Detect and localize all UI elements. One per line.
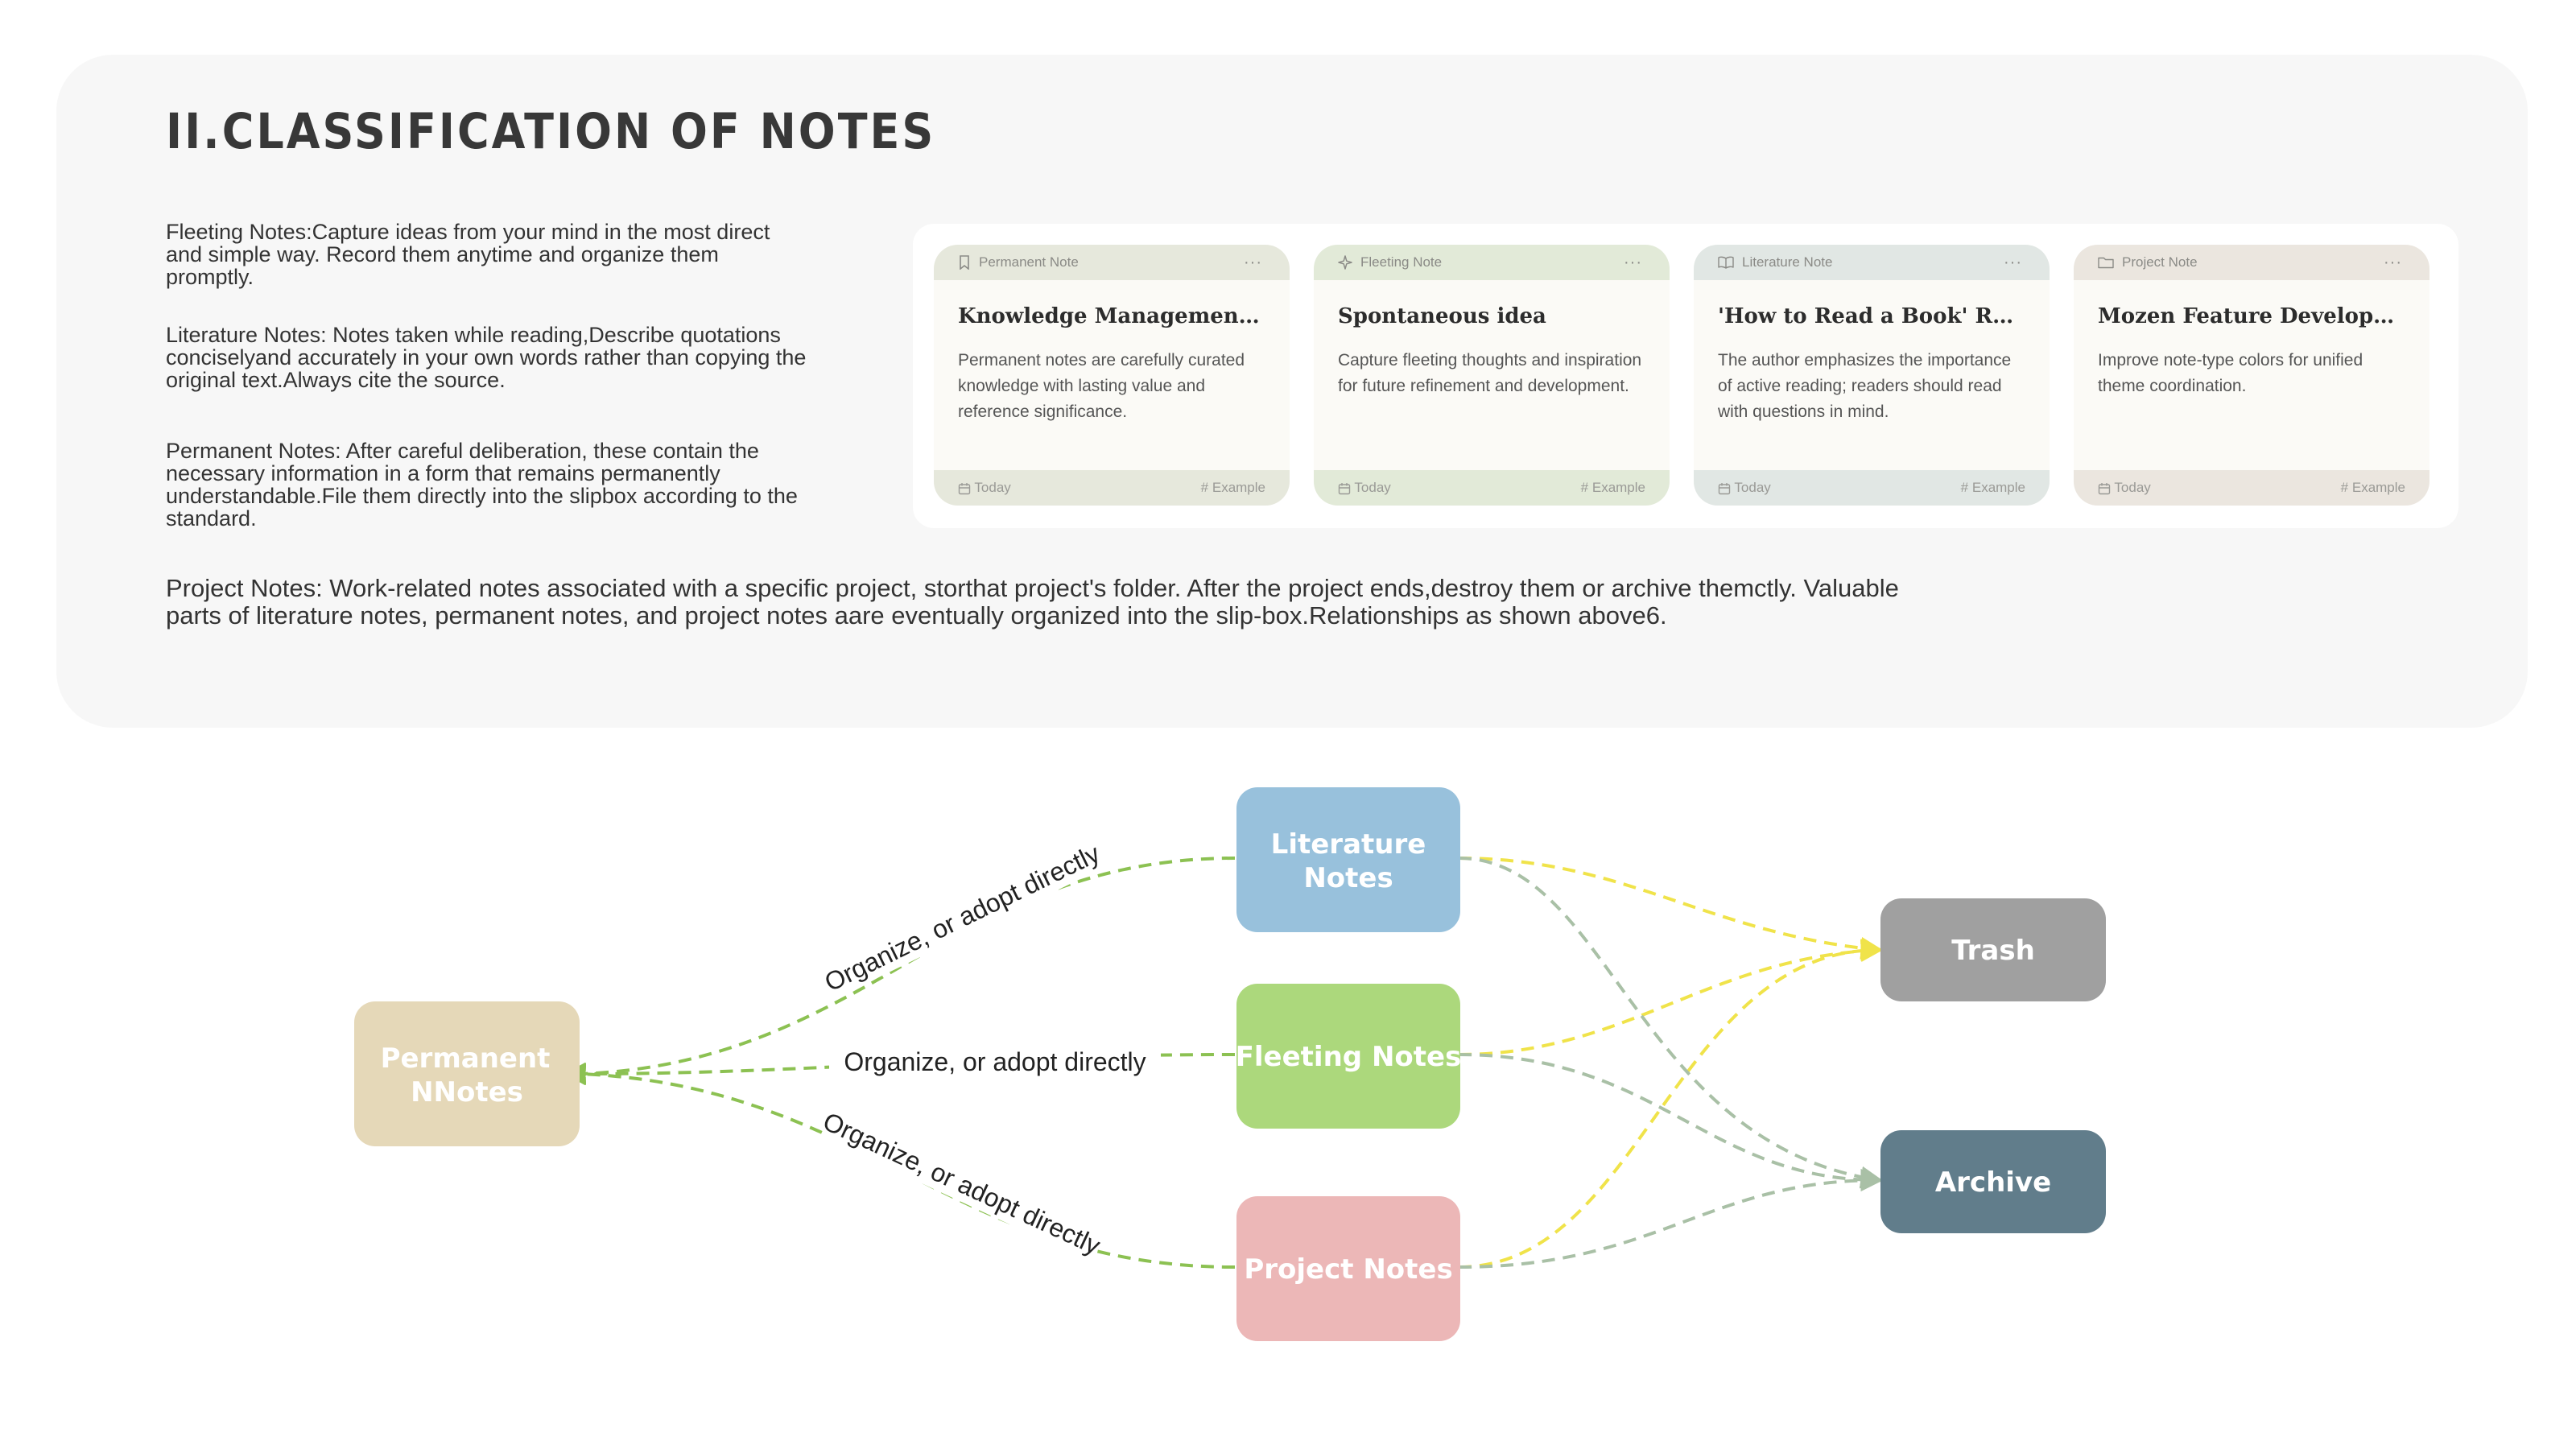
card-header: Literature Note ··· (1694, 245, 2050, 280)
card-tag[interactable]: # Example (1960, 480, 2025, 495)
edge-literature-to-trash (1458, 857, 1884, 960)
node-label-line: Project Notes (1244, 1253, 1452, 1286)
card-tag[interactable]: # Example (1580, 480, 1645, 495)
card-header: Fleeting Note ··· (1314, 245, 1670, 280)
node-label-line: Notes (1303, 862, 1393, 894)
card-footer: Today # Example (1314, 470, 1670, 506)
edge-literature-to-archive (1458, 857, 1884, 1189)
card-type-label: Literature Note (1742, 254, 1833, 270)
calendar-icon (1338, 482, 1351, 494)
node-label-line: Archive (1935, 1166, 2051, 1199)
node-archive[interactable]: Archive (1880, 1130, 2106, 1233)
calendar-icon (958, 482, 971, 494)
card-footer: Today # Example (2074, 470, 2429, 506)
node-project-notes[interactable]: Project Notes (1236, 1196, 1460, 1341)
edge-project-to-archive (1458, 1169, 1884, 1269)
node-label-line: Permanent (381, 1042, 551, 1075)
node-fleeting-notes[interactable]: Fleeting Notes (1236, 984, 1462, 1129)
more-options-icon[interactable]: ··· (2004, 253, 2022, 271)
more-options-icon[interactable]: ··· (1624, 253, 1642, 271)
node-label-line: Trash (1951, 935, 2035, 967)
page-title: II.Classification of Notes (166, 103, 936, 160)
card-type-label: Project Note (2122, 254, 2198, 270)
folder-icon (2098, 257, 2114, 269)
fleeting-notes-description: Fleeting Notes:Capture ideas from your m… (166, 220, 770, 289)
edge-project-to-trash (1458, 939, 1884, 1269)
node-trash[interactable]: Trash (1880, 898, 2106, 1001)
edge-fleeting-to-archive (1458, 1053, 1884, 1191)
calendar-icon (1718, 482, 1731, 494)
edge-label-project: Organize, or adopt directly (819, 1106, 1104, 1260)
card-date: Today (1718, 480, 1771, 496)
note-card-literature[interactable]: Literature Note ··· 'How to Read a Book'… (1694, 245, 2050, 506)
edge-label-literature: Organize, or adopt directly (820, 839, 1104, 997)
edge-fleeting-to-trash (1458, 939, 1884, 1056)
card-header: Permanent Note ··· (934, 245, 1290, 280)
more-options-icon[interactable]: ··· (1244, 253, 1262, 271)
card-type-label: Fleeting Note (1360, 254, 1443, 270)
card-body: Permanent notes are carefully curated kn… (958, 351, 1245, 421)
edge-label-project-group: Organize, or adopt directly (819, 1104, 1104, 1261)
card-tag[interactable]: # Example (1200, 480, 1265, 495)
card-type-label: Permanent Note (979, 254, 1079, 270)
card-date: Today (1338, 480, 1391, 496)
edge-label-backing (823, 1104, 1102, 1261)
card-footer: Today # Example (1694, 470, 2050, 506)
node-label-line: Fleeting Notes (1236, 1041, 1462, 1073)
node-label-line: Literature (1271, 828, 1426, 861)
card-tag[interactable]: # Example (2340, 480, 2405, 495)
note-card-fleeting[interactable]: Fleeting Note ··· Spontaneous idea Captu… (1314, 245, 1670, 506)
edge-label-fleeting: Organize, or adopt directly (844, 1047, 1146, 1076)
node-literature-notes[interactable]: Literature Notes (1236, 787, 1460, 932)
node-permanent-notes[interactable]: Permanent NNotes (354, 1001, 580, 1146)
card-body: The author emphasizes the importance of … (1718, 351, 2012, 421)
note-cards-preview: Permanent Note ··· Knowledge Management:… (913, 224, 2458, 528)
project-notes-description: Project Notes: Work-related notes associ… (166, 574, 1899, 630)
note-card-project[interactable]: Project Note ··· Mozen Feature Developme… (2074, 245, 2429, 506)
edge-label-backing (823, 836, 1100, 997)
card-footer: Today # Example (934, 470, 1290, 506)
card-body: Improve note-type colors for unified the… (2098, 351, 2363, 395)
book-icon (1718, 256, 1734, 269)
permanent-notes-description: Permanent Notes: After careful deliberat… (166, 439, 798, 530)
edge-label-literature-group: Organize, or adopt directly (820, 836, 1104, 997)
card-date: Today (2098, 480, 2151, 496)
card-body: Capture fleeting thoughts and inspiratio… (1338, 351, 1642, 395)
edge-label-backing (829, 1038, 1161, 1079)
card-header: Project Note ··· (2074, 245, 2429, 280)
literature-notes-description: Literature Notes: Notes taken while read… (166, 323, 807, 392)
sparkle-icon (1338, 255, 1352, 270)
node-label-line: NNotes (411, 1076, 523, 1108)
calendar-icon (2098, 482, 2111, 494)
card-date: Today (958, 480, 1011, 496)
bookmark-icon (960, 255, 969, 270)
more-options-icon[interactable]: ··· (2384, 253, 2402, 271)
note-card-permanent[interactable]: Permanent Note ··· Knowledge Management:… (934, 245, 1290, 506)
